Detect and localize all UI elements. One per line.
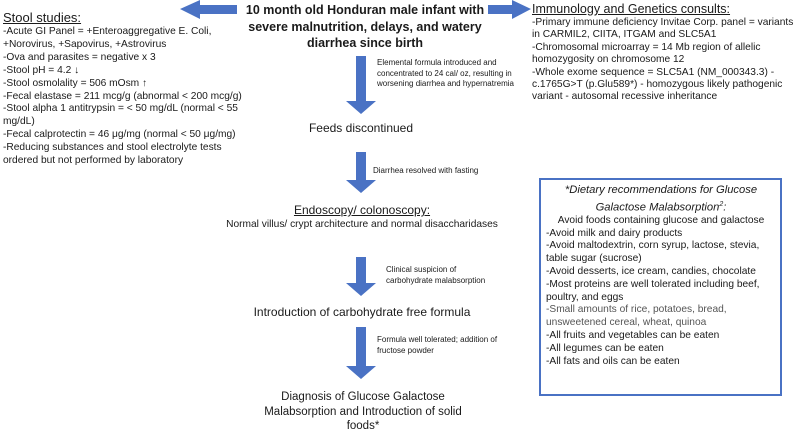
stool-line: -Reducing substances and stool electroly… xyxy=(3,142,222,167)
step-endoscopy: Endoscopy/ colonoscopy: Normal villus/ c… xyxy=(224,203,500,231)
diet-item: -Avoid maltodextrin, corn syrup, lactose… xyxy=(546,240,760,265)
stool-line: -Acute GI Panel = +Enteroaggregative E. … xyxy=(3,26,212,50)
diet-heading-text: *Dietary recommendations for Glucose Gal… xyxy=(564,184,758,214)
step-feeds-discontinued: Feeds discontinued xyxy=(308,121,414,135)
stool-line: -Stool alpha 1 antitrypsin = < 50 mg/dL … xyxy=(3,103,238,128)
flow-note-1: Elemental formula introduced and concent… xyxy=(377,58,514,88)
diet-item: -All fats and oils can be eaten xyxy=(546,355,680,367)
step-diagnosis: Diagnosis of Glucose Galactose Malabsorp… xyxy=(264,391,462,432)
arrow-down-2 xyxy=(346,152,376,193)
endoscopy-body: Normal villus/ crypt architecture and no… xyxy=(226,219,498,230)
step-carbohydrate-free-formula: Introduction of carbohydrate free formul… xyxy=(253,305,471,319)
diet-heading-end: : xyxy=(723,201,727,214)
case-title: 10 month old Honduran male infant with s… xyxy=(245,3,485,50)
arrow-down-3 xyxy=(346,257,376,296)
stool-line: -Ova and parasites = negative x 3 xyxy=(3,51,156,63)
arrow-right-to-consults xyxy=(488,0,531,19)
diet-item: -All fruits and vegetables can be eaten xyxy=(546,329,720,341)
consults-panel: Immunology and Genetics consults: -Prima… xyxy=(532,2,800,104)
arrow-down-4 xyxy=(346,327,376,379)
diet-item: -Avoid milk and dairy products xyxy=(546,227,683,239)
diet-heading-sup: 2 xyxy=(719,200,724,208)
stool-line: -Stool osmolality = 506 mOsm ↑ xyxy=(3,77,148,89)
flow-note-2: Diarrhea resolved with fasting xyxy=(373,166,479,175)
dietary-recommendations-box: *Dietary recommendations for Glucose Gal… xyxy=(539,178,782,396)
stool-line: -Stool pH = 4.2 ↓ xyxy=(3,64,80,76)
diet-item: -Avoid desserts, ice cream, candies, cho… xyxy=(546,265,756,277)
diet-intro: Avoid foods containing glucose and galac… xyxy=(557,214,765,226)
consult-line: -Primary immune deficiency Invitae Corp.… xyxy=(532,17,794,41)
diet-item: -Small amounts of rice, potatoes, bread,… xyxy=(546,304,727,329)
diet-item: -All legumes can be eaten xyxy=(546,342,664,354)
arrow-left-to-stool-studies xyxy=(180,0,237,19)
flow-note-4: Formula well tolerated; addition of fruc… xyxy=(377,335,498,355)
flow-note-3: Clinical suspicion of carbohydrate malab… xyxy=(386,265,486,285)
consult-line: -Whole exome sequence = SLC5A1 (NM_00034… xyxy=(532,66,783,103)
arrow-down-1 xyxy=(346,56,376,114)
stool-line: -Fecal elastase = 211 mcg/g (abnormal < … xyxy=(3,90,242,102)
stool-studies-panel: Stool studies: -Acute GI Panel = +Entero… xyxy=(3,10,243,168)
consults-heading: Immunology and Genetics consults: xyxy=(532,2,731,16)
diet-item: -Most proteins are well tolerated includ… xyxy=(546,278,760,303)
diet-heading: *Dietary recommendations for Glucose Gal… xyxy=(546,184,776,215)
stool-line: -Fecal calprotectin = 46 μg/mg (normal <… xyxy=(3,129,236,141)
consult-line: -Chromosomal microarray = 14 Mb region o… xyxy=(532,41,761,66)
stool-studies-heading: Stool studies: xyxy=(3,10,82,25)
endoscopy-title: Endoscopy/ colonoscopy: xyxy=(293,203,431,217)
